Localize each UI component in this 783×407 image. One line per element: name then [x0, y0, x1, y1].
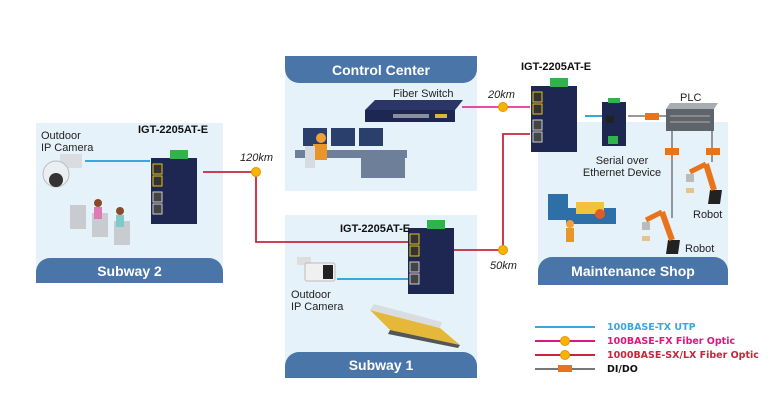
zone-title-subway2: Subway 2: [36, 258, 223, 283]
distance-label-20km: 20km: [488, 89, 515, 101]
legend-item-dio: DI/DO: [535, 362, 638, 376]
plc-controller[interactable]: [666, 103, 718, 133]
robot-arm-2[interactable]: [680, 160, 725, 208]
device-label-plc: PLC: [680, 92, 702, 104]
sx-link-subway2-subway1: [203, 171, 408, 243]
train-icon: [370, 304, 460, 348]
legend-line-dio: [535, 365, 595, 372]
industrial-switch-icon: [408, 220, 454, 294]
subway-train: [370, 300, 470, 350]
dio-box-icon: [558, 365, 572, 372]
zone-title-control-center: Control Center: [285, 56, 477, 83]
serial-over-ethernet-device[interactable]: [600, 98, 630, 148]
control-room-workstation: [295, 128, 415, 180]
fiber-node-20km: [498, 102, 508, 112]
legend-item-sx: 1000BASE-SX/LX Fiber Optic: [535, 348, 759, 362]
legend-label-fx: 100BASE-FX Fiber Optic: [607, 335, 736, 347]
lathe-machine-icon: [548, 194, 616, 242]
legend-item-utp: 100BASE-TX UTP: [535, 320, 696, 334]
device-label-serial-device: Serial over Ethernet Device: [582, 155, 662, 179]
sx-link-subway1-maintenance: [453, 133, 530, 251]
legend-label-dio: DI/DO: [607, 363, 638, 375]
device-label-camera-subway2: Outdoor IP Camera: [41, 130, 94, 154]
dio-marker-robot2: [706, 148, 720, 155]
plc-icon: [666, 103, 718, 131]
fiber-node-icon: [560, 350, 570, 360]
industrial-switch-icon: [151, 150, 197, 224]
bullet-camera-subway1[interactable]: [297, 257, 337, 285]
legend-label-sx: 1000BASE-SX/LX Fiber Optic: [607, 349, 759, 361]
fiber-switch-icon: [365, 100, 463, 122]
industrial-switch-subway1[interactable]: [405, 220, 460, 295]
lathe-machine: [548, 190, 618, 245]
device-label-camera-subway1: Outdoor IP Camera: [291, 289, 344, 313]
turnstile-icon: [70, 199, 130, 245]
distance-label-120km: 120km: [240, 152, 274, 164]
dio-marker-plc: [645, 113, 659, 120]
fiber-node-50km: [498, 245, 508, 255]
industrial-switch-maintenance[interactable]: [528, 78, 583, 153]
robot-arm-icon: [686, 161, 722, 204]
fiber-node-120km: [251, 167, 261, 177]
device-label-robot2: Robot: [693, 209, 723, 221]
serial-device-icon: [602, 98, 626, 146]
zone-title-maintenance-shop: Maintenance Shop: [538, 257, 728, 285]
fiber-node-icon: [560, 336, 570, 346]
dome-camera-icon: [42, 154, 82, 188]
legend-item-fx: 100BASE-FX Fiber Optic: [535, 334, 735, 348]
legend-line-utp: [535, 326, 595, 328]
robot-arm-icon: [642, 209, 680, 254]
fiber-switch[interactable]: [365, 100, 463, 124]
zone-title-subway1: Subway 1: [285, 352, 477, 378]
legend-line-sx: [535, 350, 595, 360]
dome-camera-subway2[interactable]: [40, 150, 85, 195]
robot-arm-1[interactable]: [636, 200, 681, 255]
device-label-robot1: Robot: [685, 243, 715, 255]
industrial-switch-subway2[interactable]: [148, 150, 203, 225]
legend-label-utp: 100BASE-TX UTP: [607, 321, 696, 333]
operator-workstation-icon: [295, 128, 407, 178]
bullet-camera-icon: [297, 257, 336, 282]
device-label-switch-maintenance: IGT-2205AT-E: [521, 61, 592, 73]
industrial-switch-icon: [531, 78, 577, 152]
dio-marker-robot1: [665, 148, 679, 155]
legend-line-fx: [535, 336, 595, 346]
device-label-switch-subway2: IGT-2205AT-E: [138, 124, 209, 136]
device-label-fiber-switch: Fiber Switch: [393, 88, 454, 100]
device-label-switch-subway1: IGT-2205AT-E: [340, 223, 411, 235]
distance-label-50km: 50km: [490, 260, 517, 272]
subway-turnstiles: [70, 195, 150, 250]
